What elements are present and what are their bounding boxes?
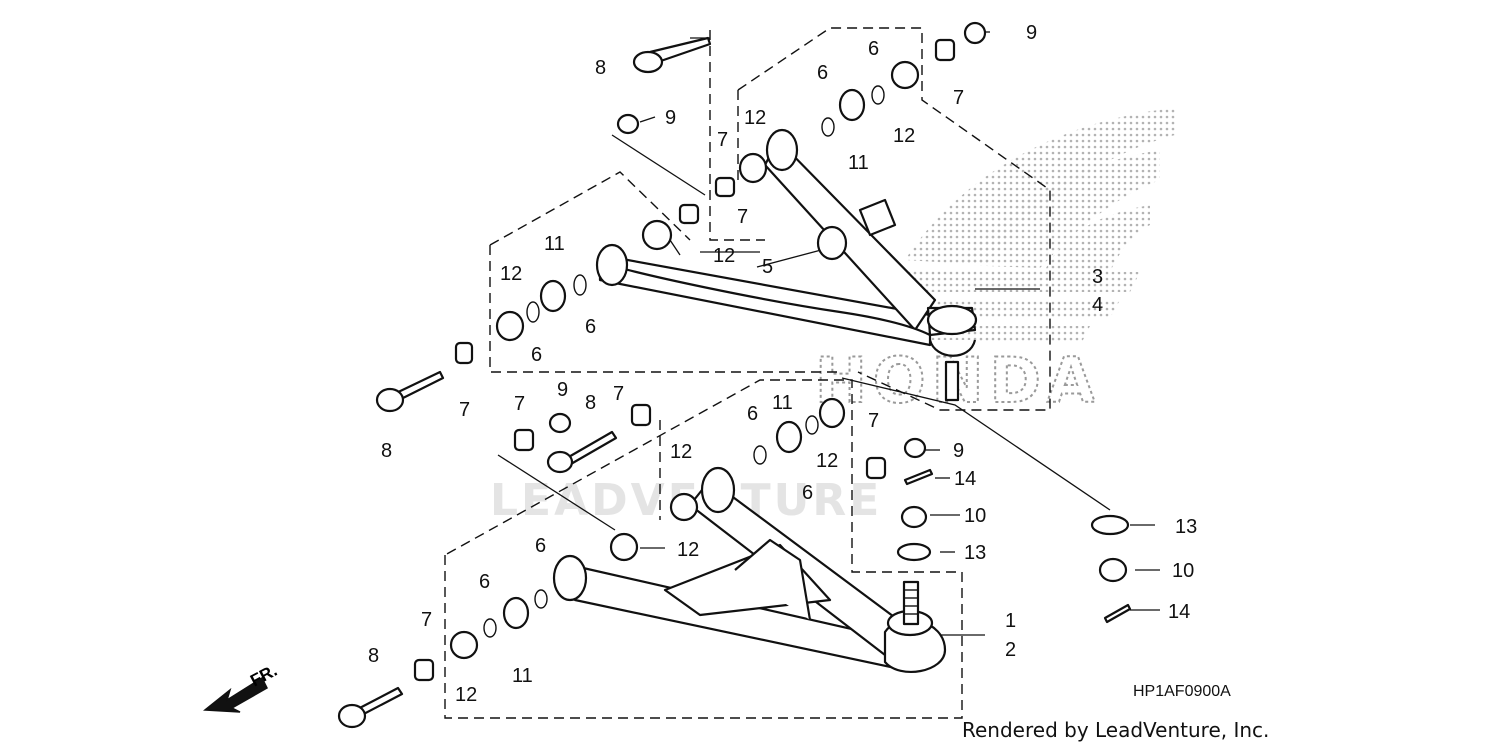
callout-1: 1 <box>1005 610 1016 632</box>
callout-7: 7 <box>737 206 748 228</box>
callout-9: 9 <box>557 379 568 401</box>
callout-3: 3 <box>1092 266 1103 288</box>
callout-12: 12 <box>500 263 522 285</box>
front-direction-arrow: FR. <box>203 661 280 713</box>
leader-lines <box>497 31 1160 636</box>
callout-6: 6 <box>817 62 828 84</box>
callout-12: 12 <box>455 684 477 706</box>
callout-12: 12 <box>670 441 692 463</box>
callout-6: 6 <box>802 482 813 504</box>
callout-4: 4 <box>1092 294 1103 316</box>
callout-7: 7 <box>421 609 432 631</box>
callout-9: 9 <box>953 440 964 462</box>
callout-6: 6 <box>747 403 758 425</box>
group-frames <box>444 27 1051 719</box>
callout-14: 14 <box>1168 601 1190 623</box>
callout-8: 8 <box>585 392 596 414</box>
callout-labels: 9 6 8 6 7 9 12 12 7 11 7 11 12 5 3 12 4 … <box>368 22 1197 706</box>
callout-7: 7 <box>514 393 525 415</box>
honda-wing-logo <box>900 108 1175 342</box>
callout-11: 11 <box>772 392 793 414</box>
callout-11: 11 <box>512 665 533 687</box>
callout-12: 12 <box>744 107 766 129</box>
callout-12: 12 <box>816 450 838 472</box>
callout-12: 12 <box>893 125 915 147</box>
callout-7: 7 <box>459 399 470 421</box>
callout-7: 7 <box>613 383 624 405</box>
callout-6: 6 <box>868 38 879 60</box>
callout-13: 13 <box>964 542 986 564</box>
render-credit: Rendered by LeadVenture, Inc. <box>962 718 1269 742</box>
diagram-code: HP1AF0900A <box>1133 683 1231 700</box>
callout-12: 12 <box>677 539 699 561</box>
callout-7: 7 <box>717 129 728 151</box>
callout-12: 12 <box>713 245 735 267</box>
callout-6: 6 <box>479 571 490 593</box>
callout-9: 9 <box>665 107 676 129</box>
bushings-and-nuts <box>413 21 1132 682</box>
callout-13: 13 <box>1175 516 1197 538</box>
callout-6: 6 <box>531 344 542 366</box>
upper-arm <box>595 128 978 402</box>
callout-8: 8 <box>595 57 606 79</box>
bolts <box>337 36 712 729</box>
callout-10: 10 <box>964 505 986 527</box>
lower-arm <box>552 466 947 673</box>
callout-6: 6 <box>535 535 546 557</box>
callout-11: 11 <box>848 152 869 174</box>
callout-7: 7 <box>953 87 964 109</box>
callout-6: 6 <box>585 316 596 338</box>
callout-5: 5 <box>762 256 773 278</box>
callout-10: 10 <box>1172 560 1194 582</box>
callout-11: 11 <box>544 233 565 255</box>
callout-2: 2 <box>1005 639 1016 661</box>
callout-9: 9 <box>1026 22 1037 44</box>
callout-8: 8 <box>368 645 379 667</box>
callout-8: 8 <box>381 440 392 462</box>
callout-7: 7 <box>868 410 879 432</box>
callout-14: 14 <box>954 468 976 490</box>
